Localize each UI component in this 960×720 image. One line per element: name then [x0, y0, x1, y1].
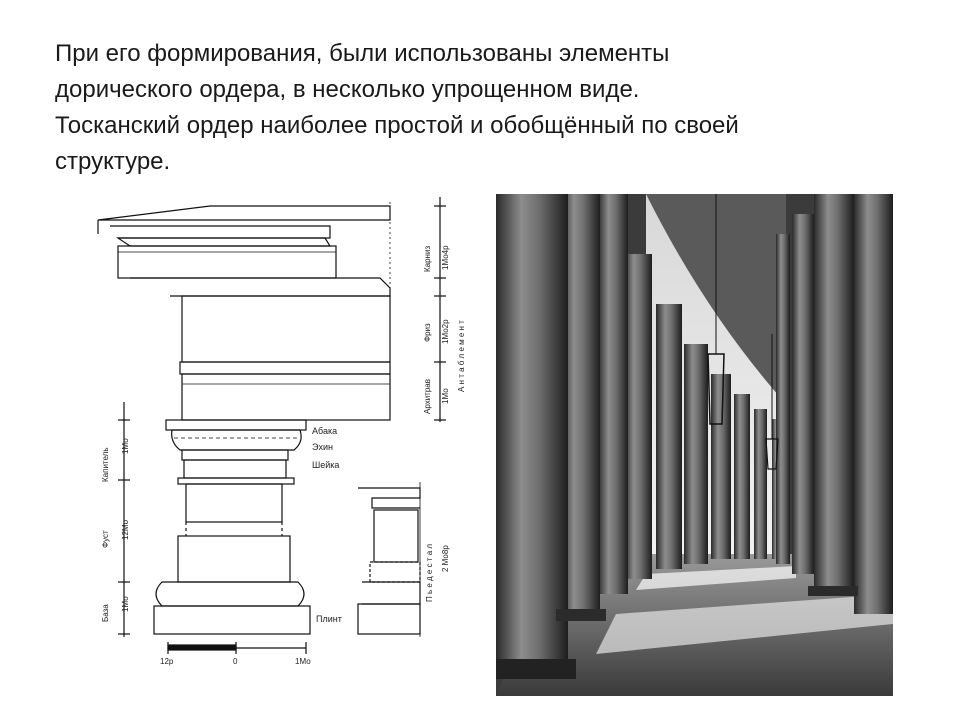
label-plint: Плинт — [316, 614, 342, 624]
label-friz-module: 1Мо2р — [441, 319, 450, 344]
label-friz: Фриз — [423, 323, 432, 342]
label-kapitel: Капитель — [101, 447, 110, 482]
slide-text: При его формирования, были использованы … — [55, 36, 885, 180]
scale-label-left: 12р — [160, 657, 174, 666]
label-sheika: Шейка — [312, 460, 339, 470]
label-antablement: А н т а б л е м е н т — [457, 320, 466, 392]
text-line: структуре. — [55, 148, 171, 175]
text-line: Тосканский ордер наиболее простой и обоб… — [55, 112, 739, 139]
label-arkhitrav-module: 1Мо — [441, 388, 450, 404]
label-pyedestal-module: 2 Мо8р — [441, 545, 450, 572]
tuscan-order-drawing: Абака Эхин Шейка Плинт Капитель 1Мо Фуст… — [97, 197, 466, 666]
label-pyedestal: П ь е д е с т а л — [425, 544, 434, 602]
scale-label-right: 1Мо — [295, 657, 311, 666]
label-baza-module: 1Мо — [121, 596, 130, 612]
text-line: дорического ордера, в несколько упрощенн… — [55, 76, 640, 103]
label-karniz: Карниз — [423, 246, 432, 272]
label-karniz-module: 1Мо4р — [441, 245, 450, 270]
label-baza: База — [101, 604, 110, 622]
label-fust: Фуст — [101, 530, 110, 548]
scale-label-zero: 0 — [233, 657, 238, 666]
label-arkhitrav: Архитрав — [423, 379, 432, 414]
label-kapitel-module: 1Мо — [121, 438, 130, 454]
label-fust-module: 12Мо — [121, 519, 130, 540]
colonnade-photo — [496, 194, 893, 696]
label-abaka: Абака — [312, 426, 337, 436]
label-ekhin: Эхин — [312, 442, 333, 452]
text-line: При его формирования, были использованы … — [55, 40, 670, 67]
